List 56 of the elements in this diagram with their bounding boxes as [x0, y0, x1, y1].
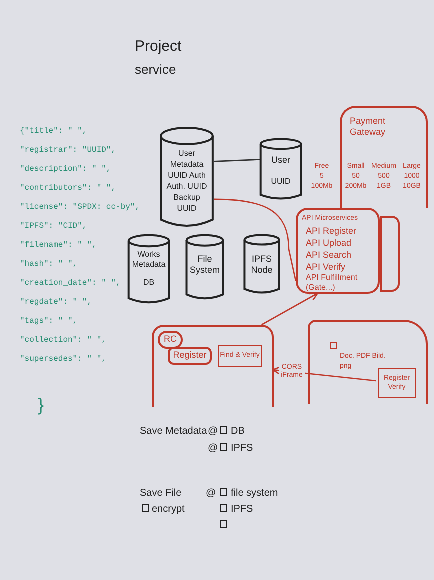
note-text: } — [38, 394, 44, 417]
database-cylinder — [160, 126, 214, 228]
node-label: API Upload — [305, 236, 353, 248]
node-label: UUID — [270, 176, 292, 188]
node-label: IPFS Node — [250, 253, 274, 276]
code-line: "description": " ", — [20, 164, 112, 176]
note-text: file system — [231, 487, 278, 501]
node-label: Works Metadata — [131, 249, 167, 270]
code-line: "tags": " ", — [20, 316, 78, 328]
note-text: DB — [231, 425, 245, 439]
note-text: encrypt — [152, 503, 185, 517]
node-label: API Search — [305, 248, 353, 260]
code-line: "filename": " ", — [20, 240, 97, 252]
note-text: IPFS — [231, 442, 254, 456]
connector-line — [214, 159, 260, 162]
gateway-box — [340, 106, 428, 208]
note-text: @ — [208, 442, 218, 456]
note-text: @ — [206, 487, 216, 501]
service-box — [296, 208, 380, 294]
node-label: User Metadata UUID Auth Auth. UUID Backup UUID — [166, 148, 208, 214]
database-cylinder — [186, 234, 224, 300]
node-label: RC — [158, 331, 183, 348]
arrow — [261, 292, 319, 326]
code-line: "IPFS": "CID", — [20, 221, 88, 233]
code-line: "regdate": " ", — [20, 297, 92, 309]
code-line: "hash": " ", — [20, 259, 78, 271]
database-cylinder — [244, 234, 280, 294]
node-label: API Register — [305, 224, 358, 236]
node-label: Payment Gateway — [349, 115, 387, 138]
code-line: "creation_date": " ", — [20, 278, 121, 290]
title: Project — [135, 37, 182, 57]
code-line: "collection": " ", — [20, 335, 106, 347]
connector-line — [214, 198, 297, 282]
note-text: Save Metadata — [140, 425, 208, 439]
code-line: "license": "SPDX: cc-by", — [20, 202, 140, 214]
node-label: User — [270, 154, 292, 167]
node-label: API Verify — [305, 260, 347, 272]
frontend-box — [152, 325, 274, 407]
node-label: DB — [142, 277, 156, 288]
register-button: Register — [168, 347, 212, 365]
action-box — [218, 345, 262, 367]
code-line: "contributors": " ", — [20, 183, 116, 195]
action-box — [378, 368, 416, 398]
storage-box — [308, 320, 428, 404]
node-label: File System — [189, 253, 222, 276]
note-text: Save File — [140, 487, 182, 501]
code-line: "registrar": "UUID", — [20, 145, 116, 157]
database-cylinder — [128, 234, 170, 304]
note-text: service — [135, 61, 176, 79]
note-text: IPFS — [231, 503, 254, 517]
code-line: {"title": " ", — [20, 126, 88, 138]
node-label: API Fulfillment (Gate...) — [305, 272, 359, 292]
database-cylinder — [260, 138, 302, 200]
note-text: @ — [208, 425, 218, 439]
code-line: "supersedes": " ", — [20, 354, 106, 366]
queue-box — [380, 216, 400, 292]
